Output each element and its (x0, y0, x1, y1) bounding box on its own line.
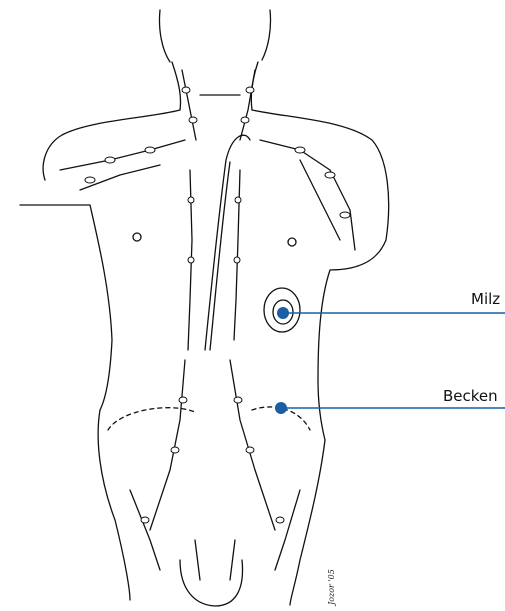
thoracic-duct (205, 135, 250, 350)
groin-outline (180, 540, 243, 606)
becken-dot-marker (275, 402, 287, 414)
milz-dot-marker (277, 307, 289, 319)
callout-milz (277, 307, 505, 319)
head-outline (159, 10, 270, 62)
hip-outline (98, 410, 325, 605)
lymph-chain-arm-right (260, 140, 355, 250)
artist-signature: Jozor '05 (327, 569, 336, 605)
lymph-chain-arm-left (60, 140, 185, 190)
torso-outline (20, 110, 389, 440)
lymph-chain-neck (182, 70, 255, 140)
label-becken: Becken (443, 387, 498, 405)
lymph-chain-pelvis (150, 360, 275, 530)
label-milz: Milz (471, 290, 500, 308)
